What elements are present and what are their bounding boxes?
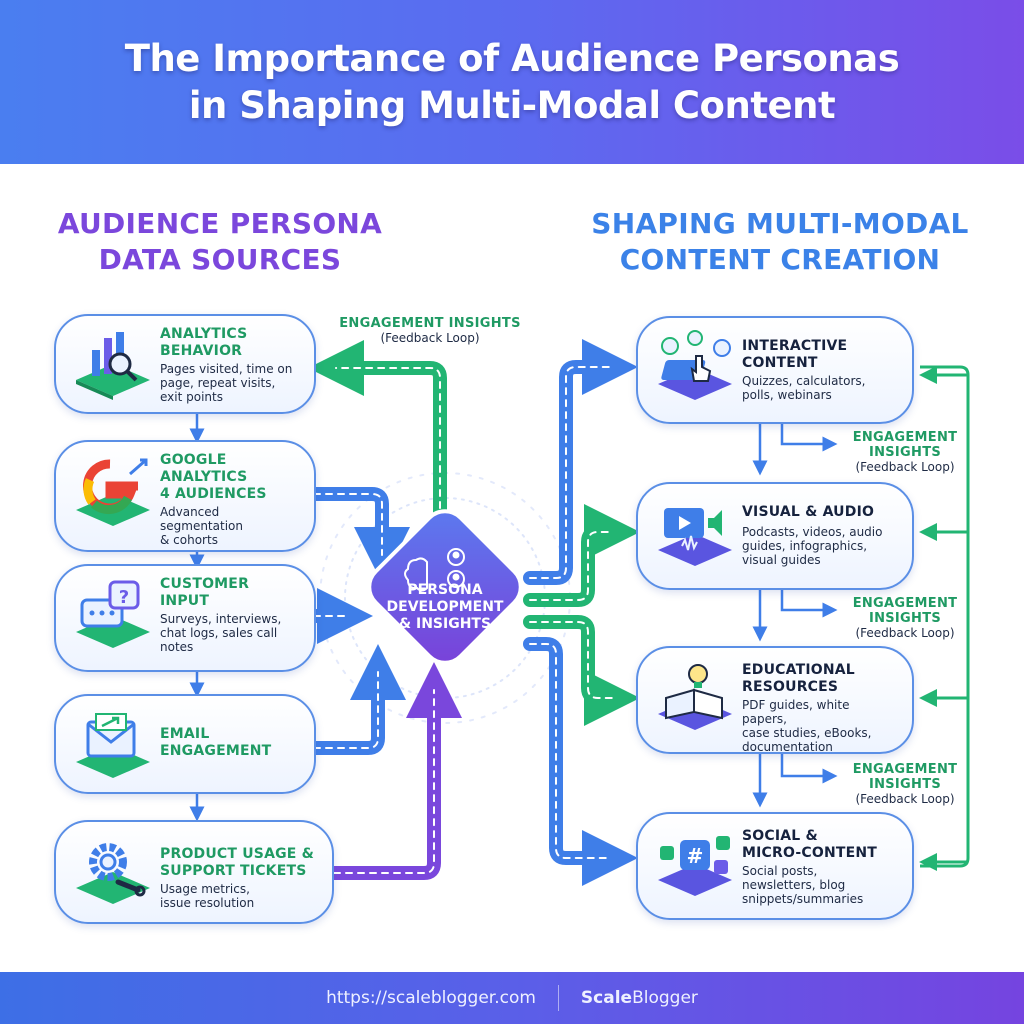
svg-text:#: # bbox=[687, 844, 704, 868]
source-title: PRODUCT USAGE &SUPPORT TICKETS bbox=[160, 846, 315, 879]
output-title: VISUAL & AUDIO bbox=[742, 504, 875, 520]
hub-label: PERSONA DEVELOPMENT & INSIGHTS bbox=[360, 582, 530, 633]
page-title-line-1: The Importance of Audience Personas bbox=[124, 37, 900, 80]
analytics-chart-icon bbox=[76, 332, 150, 400]
feedback-label-2: ENGAGEMENT INSIGHTS (Feedback Loop) bbox=[852, 596, 958, 640]
top-feedback-label: ENGAGEMENT INSIGHTS (Feedback Loop) bbox=[330, 316, 530, 345]
google-g-icon bbox=[76, 458, 150, 526]
top-feedback-title: ENGAGEMENT INSIGHTS bbox=[339, 316, 521, 331]
chat-bubble-icon: ? bbox=[76, 580, 150, 648]
page-title-line-2: in Shaping Multi-Modal Content bbox=[188, 84, 836, 127]
left-heading-line-1: AUDIENCE PERSONA bbox=[57, 207, 383, 240]
persona-development-hub: PERSONA DEVELOPMENT & INSIGHTS bbox=[360, 520, 530, 670]
hub-label-line-2: DEVELOPMENT bbox=[386, 599, 504, 615]
title-banner: The Importance of Audience Personas in S… bbox=[0, 0, 1024, 164]
hub-label-line-1: PERSONA bbox=[407, 582, 483, 598]
output-desc: PDF guides, white papers,case studies, e… bbox=[742, 698, 872, 754]
right-feedback-bracket bbox=[919, 365, 970, 871]
output-card-social: # SOCIAL &MICRO-CONTENT Social posts,new… bbox=[636, 812, 914, 920]
output-card-text: SOCIAL &MICRO-CONTENT Social posts,newsl… bbox=[742, 828, 898, 906]
left-column-heading: AUDIENCE PERSONA DATA SOURCES bbox=[40, 206, 400, 278]
social-hashtag-icon: # bbox=[658, 836, 732, 896]
feedback-label-3: ENGAGEMENT INSIGHTS (Feedback Loop) bbox=[852, 762, 958, 806]
footer-bar: https://scaleblogger.com ScaleBlogger bbox=[0, 972, 1024, 1024]
touch-hand-icon bbox=[658, 330, 732, 400]
envelope-icon bbox=[76, 713, 150, 778]
right-heading-line-2: CONTENT CREATION bbox=[619, 243, 941, 276]
footer-brand-logo: ScaleBlogger bbox=[580, 988, 698, 1008]
hub-diamond bbox=[367, 509, 523, 665]
right-column-arrows bbox=[752, 424, 838, 808]
svg-text:?: ? bbox=[119, 587, 129, 608]
top-feedback-loop-arrow bbox=[308, 340, 447, 527]
source-card-text: PRODUCT USAGE &SUPPORT TICKETS Usage met… bbox=[160, 832, 318, 910]
hub-to-output-arrows bbox=[523, 339, 640, 886]
footer-divider bbox=[557, 985, 559, 1011]
video-speaker-icon bbox=[658, 508, 732, 566]
feedback-label-1: ENGAGEMENT INSIGHTS (Feedback Loop) bbox=[852, 430, 958, 474]
right-column-heading: SHAPING MULTI-MODAL CONTENT CREATION bbox=[560, 206, 1000, 278]
source-to-hub-arrows bbox=[307, 487, 462, 880]
top-feedback-sub: (Feedback Loop) bbox=[380, 331, 480, 345]
book-bulb-icon bbox=[658, 664, 732, 730]
source-desc: Surveys, interviews,chat logs, sales cal… bbox=[160, 612, 282, 654]
right-heading-line-1: SHAPING MULTI-MODAL bbox=[591, 207, 969, 240]
gear-wrench-icon bbox=[76, 843, 150, 904]
output-title: SOCIAL &MICRO-CONTENT bbox=[742, 828, 878, 861]
hub-label-line-3: & INSIGHTS bbox=[398, 616, 492, 632]
brain-people-icon bbox=[404, 548, 465, 592]
left-heading-line-2: DATA SOURCES bbox=[98, 243, 342, 276]
output-desc: Quizzes, calculators,polls, webinars bbox=[742, 374, 866, 402]
source-card-product-usage: PRODUCT USAGE &SUPPORT TICKETS Usage met… bbox=[54, 820, 334, 924]
footer-url-link[interactable]: https://scaleblogger.com bbox=[326, 988, 536, 1008]
source-desc: Usage metrics,issue resolution bbox=[160, 882, 255, 910]
